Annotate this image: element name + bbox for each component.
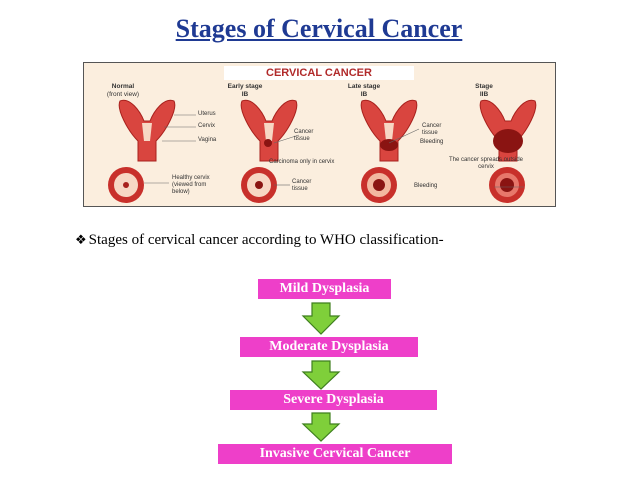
- uterus-normal: [118, 99, 176, 162]
- flow-step-severe: Severe Dysplasia: [230, 390, 437, 410]
- label-cervix: Cervix: [198, 123, 216, 129]
- label-bleeding-view: Bleeding: [414, 183, 438, 189]
- flow-step-invasive: Invasive Cervical Cancer: [218, 444, 452, 464]
- uterus-stage2b: [479, 99, 537, 162]
- flow-step-moderate: Moderate Dysplasia: [240, 337, 418, 357]
- uterus-late: [360, 99, 418, 162]
- stage-label-normal: Normal(front view): [106, 83, 140, 98]
- page-title: Stages of Cervical Cancer: [175, 14, 463, 43]
- figure-banner: CERVICAL CANCER: [224, 66, 414, 80]
- flow-step-mild: Mild Dysplasia: [258, 279, 391, 299]
- down-arrow-icon: [301, 302, 341, 335]
- cervix-view-normal: [108, 167, 144, 203]
- cervix-view-late: [361, 167, 397, 203]
- bullet-text: Stages of cervical cancer according to W…: [88, 232, 444, 248]
- diamond-bullet-icon: ❖: [75, 232, 87, 247]
- cervical-cancer-illustration: CERVICAL CANCER Normal(front view) Early…: [83, 62, 556, 207]
- anatomy-drawings: [108, 99, 537, 203]
- label-bleeding: Bleeding: [420, 139, 444, 145]
- label-carcinoma: Carcinoma only in cervix: [269, 159, 335, 165]
- down-arrow-icon: [301, 412, 341, 442]
- down-arrow-icon: [301, 360, 341, 390]
- label-spreads: The cancer spreads outside cervix: [448, 157, 524, 170]
- label-cancer-tissue-late: Cancer tissue: [422, 123, 442, 136]
- bullet-point: ❖Stages of cervical cancer according to …: [75, 232, 444, 249]
- cervix-view-early: [241, 167, 277, 203]
- label-vagina: Vagina: [198, 137, 217, 143]
- uterus-early: [240, 99, 298, 162]
- label-healthy-cervix: Healthy cervix (viewed from below): [172, 175, 210, 195]
- cervix-view-stage2b: [489, 167, 525, 203]
- label-cancer-tissue-view: Cancer tissue: [292, 179, 312, 192]
- label-cancer-tissue: Cancer tissue: [294, 129, 314, 142]
- label-uterus: Uterus: [198, 111, 216, 117]
